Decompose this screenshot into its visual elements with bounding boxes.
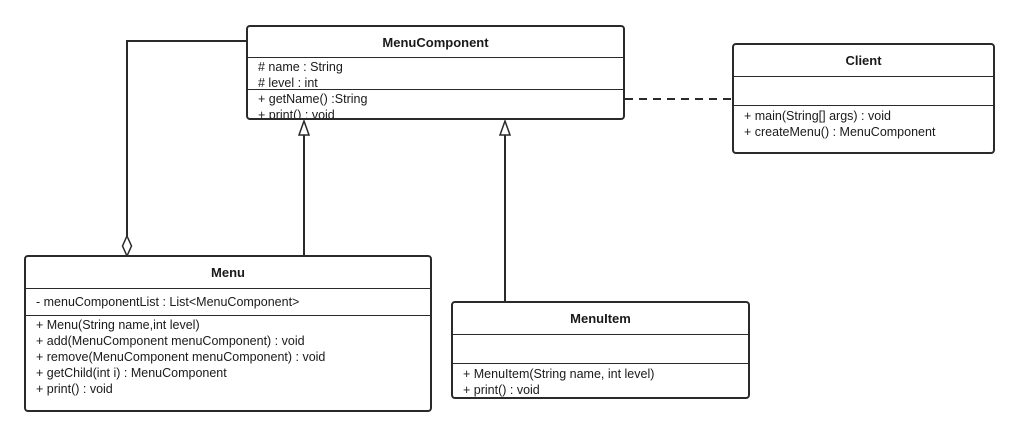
attribute: # name : String [258, 60, 343, 74]
class-client[interactable]: Client + main(String[] args) : void + cr… [732, 43, 995, 154]
class-menucomponent[interactable]: MenuComponent # name : String # level : … [246, 25, 625, 120]
method: + print() : void [463, 383, 540, 397]
class-name: MenuComponent [248, 27, 623, 58]
generalization-menu-to-menucomponent [297, 118, 311, 256]
aggregation-menu-to-menucomponent [121, 40, 247, 258]
class-name: MenuItem [453, 303, 748, 335]
attributes-compartment: - menuComponentList : List<MenuComponent… [26, 289, 430, 316]
method: + remove(MenuComponent menuComponent) : … [36, 350, 326, 364]
methods-compartment: + MenuItem(String name, int level) + pri… [453, 364, 748, 397]
aggregation-diamond-icon [121, 234, 133, 258]
method: + main(String[] args) : void [744, 109, 891, 123]
class-menuitem[interactable]: MenuItem + MenuItem(String name, int lev… [451, 301, 750, 399]
inheritance-arrow-icon [498, 118, 512, 136]
class-name: Menu [26, 257, 430, 289]
method: + getName() :String [258, 92, 368, 106]
method: + Menu(String name,int level) [36, 318, 200, 332]
attributes-compartment [734, 77, 993, 106]
methods-compartment: + main(String[] args) : void + createMen… [734, 106, 993, 140]
method: + createMenu() : MenuComponent [744, 125, 936, 139]
method: + print() : void [36, 382, 113, 396]
attribute: - menuComponentList : List<MenuComponent… [36, 295, 300, 309]
method: + add(MenuComponent menuComponent) : voi… [36, 334, 305, 348]
class-name: Client [734, 45, 993, 77]
methods-compartment: + Menu(String name,int level) + add(Menu… [26, 316, 430, 397]
attribute: # level : int [258, 76, 318, 90]
class-menu[interactable]: Menu - menuComponentList : List<MenuComp… [24, 255, 432, 412]
method: + print() : void [258, 108, 335, 120]
attributes-compartment [453, 335, 748, 364]
methods-compartment: + getName() :String + print() : void [248, 90, 623, 120]
inheritance-arrow-icon [297, 118, 311, 136]
attributes-compartment: # name : String # level : int [248, 58, 623, 90]
method: + MenuItem(String name, int level) [463, 367, 655, 381]
generalization-menuitem-to-menucomponent [498, 118, 512, 302]
method: + getChild(int i) : MenuComponent [36, 366, 227, 380]
